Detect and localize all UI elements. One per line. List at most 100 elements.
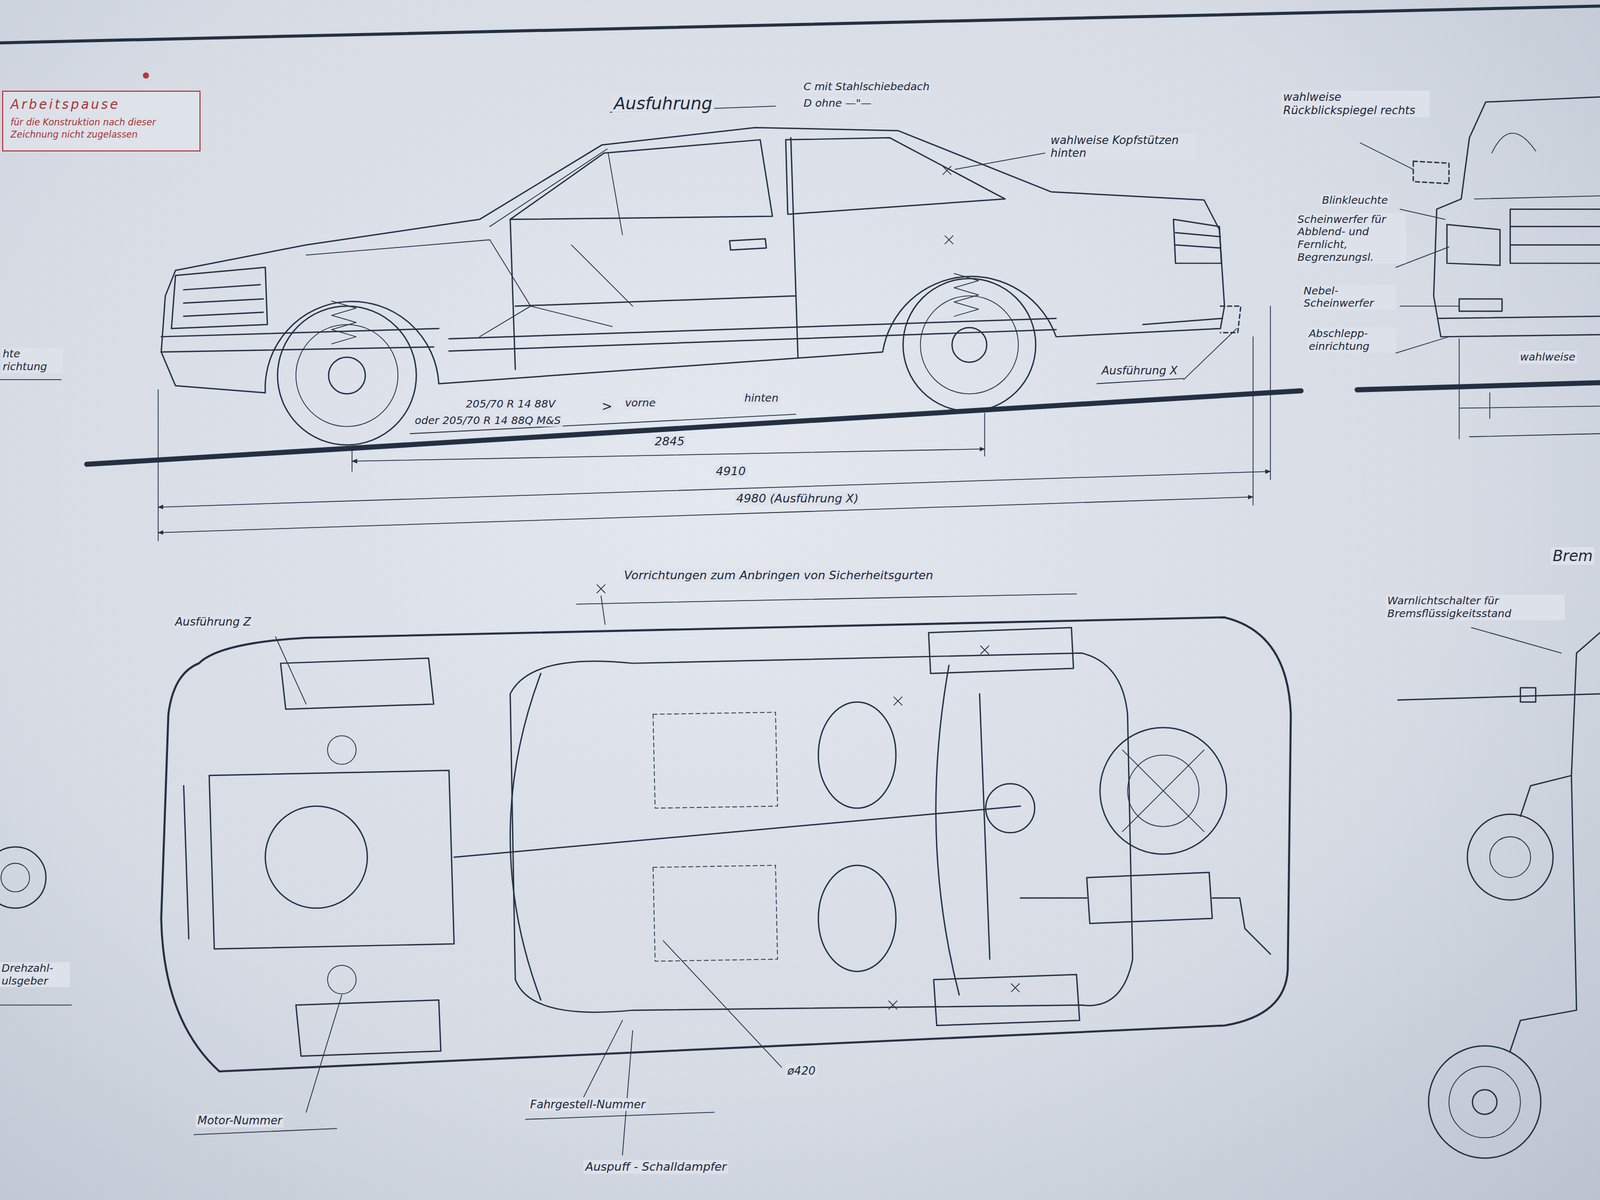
- red-mark: [142, 72, 149, 79]
- part-label: wahlweise Kopfstützen hinten: [1049, 133, 1197, 161]
- front-seats: [652, 712, 778, 962]
- underline: [0, 379, 62, 381]
- coil-springs: [331, 273, 979, 344]
- extension-lines: [158, 306, 1271, 541]
- brake-circuit: [1397, 627, 1600, 1159]
- rear-seat: [818, 701, 896, 808]
- brake-hub: [1489, 836, 1531, 878]
- leader-line: [1395, 336, 1449, 354]
- leader-line: [1471, 627, 1562, 654]
- fog-light-bumper: [1438, 299, 1600, 319]
- sheet-border-line: [0, 5, 1600, 43]
- variant-heading: Ausfuhrung: [612, 93, 715, 115]
- body-outline: [161, 617, 1291, 1072]
- grille: [1510, 209, 1600, 263]
- front-hub: [328, 357, 366, 395]
- brake-disc: [1428, 1045, 1541, 1158]
- rear-hub: [952, 327, 987, 363]
- component: [327, 965, 357, 995]
- spare-wheel: [1100, 727, 1227, 854]
- part-label: Blinkleuchte: [1320, 194, 1390, 207]
- spare-wheel-cross: [1122, 749, 1205, 832]
- component: [327, 735, 357, 765]
- leader-line: [622, 1030, 633, 1155]
- glass-lines: [510, 665, 960, 1000]
- dimension: 2845: [652, 434, 686, 449]
- part-label: Auspuff - Schalldampfer: [583, 1160, 728, 1174]
- leader-line: [1400, 209, 1445, 220]
- part-label: wahlweise Rückblickspiegel rechts: [1281, 90, 1430, 118]
- brake-hub: [1449, 1066, 1521, 1138]
- stamp-heading: Arbeitspause: [10, 97, 192, 112]
- leader-line: [1400, 305, 1460, 307]
- dimension: 4980 (Ausführung X): [734, 491, 861, 506]
- disc-fragment: [0, 846, 46, 909]
- dimension-line: [352, 449, 985, 462]
- brake-center: [1472, 1089, 1498, 1115]
- part-label: Drehzahl- ulsgeber: [0, 962, 70, 988]
- part-label: Abschlepp- einrichtung: [1307, 327, 1396, 353]
- variant-label: Ausführung X: [1100, 364, 1180, 378]
- engine-block: [265, 805, 367, 908]
- cabin-outline: [510, 652, 1133, 1012]
- part-label: Nebel- Scheinwerfer: [1301, 284, 1396, 310]
- brake-line: [1397, 693, 1600, 700]
- side-moulding: [449, 318, 1223, 351]
- rear-wheel: [902, 278, 1036, 412]
- brake-disc: [1467, 814, 1554, 901]
- dimension-lines: [1459, 338, 1600, 439]
- part-label: Warnlichtschalter für Bremsflüssigkeitss…: [1385, 594, 1565, 620]
- belt-anchor-marks: [888, 645, 1020, 1010]
- door-handle: [729, 238, 767, 251]
- part-label: Fahrgestell-Nummer: [528, 1098, 647, 1112]
- axle-label: vorne: [623, 396, 658, 410]
- note: Vorrichtungen zum Anbringen von Sicherhe…: [622, 568, 935, 583]
- dimension-line: [158, 497, 1254, 533]
- belt-anchor-marks: [942, 166, 954, 244]
- dimension: ø420: [785, 1064, 818, 1078]
- underline: [1097, 378, 1184, 384]
- axle-label: hinten: [742, 392, 781, 405]
- belt-anchor-symbol: [596, 584, 605, 625]
- leader-line: [955, 153, 1045, 170]
- exhaust-pipe: [1020, 898, 1271, 955]
- headlight-grille: [171, 267, 268, 329]
- front-wheels: [280, 658, 441, 1056]
- dimension: 4910: [714, 464, 748, 479]
- engine-bay: [183, 770, 454, 950]
- part-label: Scheinwerfer für Abblend- und Fernlicht,…: [1296, 213, 1406, 264]
- headlight: [1446, 224, 1500, 266]
- underline: [576, 594, 1077, 605]
- part-label: hte richtung: [1, 347, 63, 373]
- disc-fragment: [1, 863, 30, 893]
- side-windows: [510, 137, 1006, 220]
- leader-line: [275, 636, 307, 704]
- part-label: wahlweise: [1518, 350, 1578, 364]
- tyre-size: oder 205/70 R 14 88Q M&S: [413, 414, 563, 428]
- front-wheel: [277, 306, 416, 445]
- rear-seat: [818, 865, 896, 972]
- underline: [410, 414, 796, 434]
- car-side-view: [86, 106, 1302, 541]
- tyre-size: 205/70 R 14 88V: [464, 397, 558, 411]
- car-front-view: [1357, 97, 1600, 439]
- bracket-mark: >: [600, 398, 614, 414]
- stamp-text: für die Konstruktion nach dieser Zeichnu…: [10, 116, 192, 141]
- variant-note: C mit Stahlschiebedach: [802, 80, 932, 94]
- rear-wheels: [928, 627, 1080, 1026]
- variant-label: Ausführung Z: [173, 615, 253, 629]
- bumper-variant-x: [1220, 306, 1241, 333]
- section-heading: Brem: [1550, 547, 1595, 565]
- seat-and-belt-line: [1474, 133, 1600, 199]
- warning-switch: [1520, 688, 1536, 703]
- ground-line: [86, 390, 1302, 465]
- tail-light: [1173, 219, 1222, 263]
- underlines: [0, 1005, 715, 1135]
- leader-line: [1183, 328, 1237, 380]
- front-bumper: [161, 328, 439, 352]
- variant-note: D ohne —"—: [802, 97, 874, 110]
- leader-line: [663, 940, 782, 1068]
- body-outline: [161, 127, 1225, 393]
